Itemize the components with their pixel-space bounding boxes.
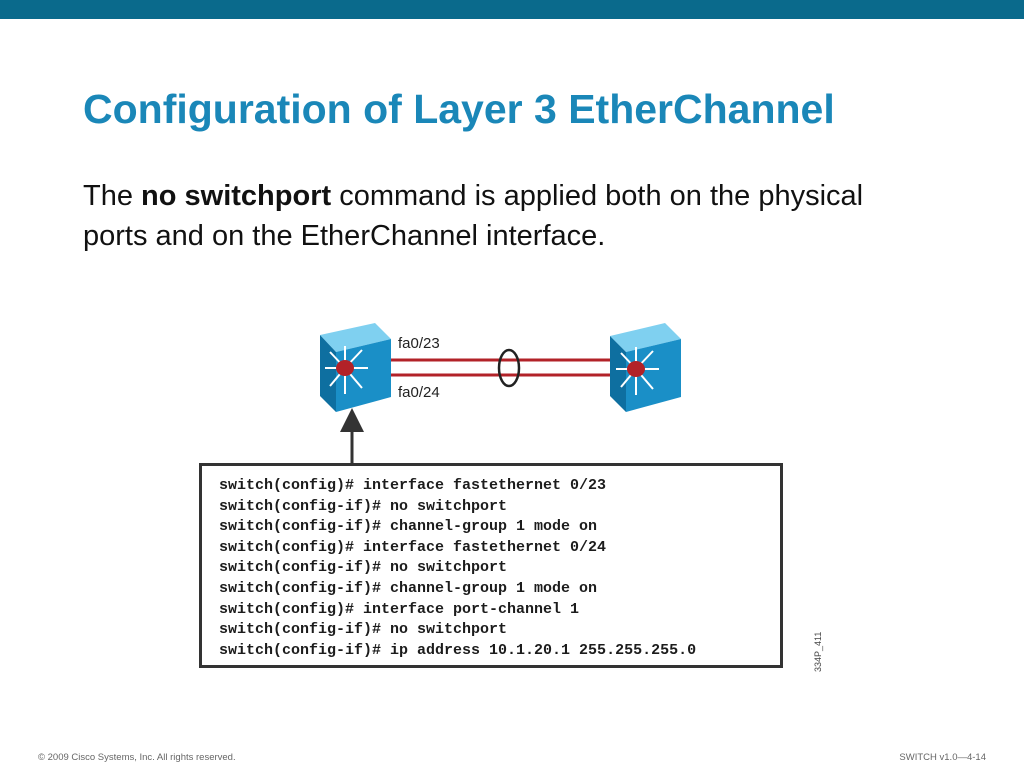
header-bar (0, 0, 1024, 19)
footer-course-id: SWITCH v1.0—4-14 (899, 752, 986, 763)
cli-line: switch(config-if)# ip address 10.1.20.1 … (219, 641, 697, 659)
body-text-prefix: The (83, 180, 142, 212)
layer3-switch-icon (325, 346, 368, 394)
footer-copyright: © 2009 Cisco Systems, Inc. All rights re… (38, 752, 236, 763)
cli-line: switch(config-if)# channel-group 1 mode … (219, 579, 598, 597)
port-label-fa0-24: fa0/24 (398, 384, 440, 401)
cli-line: switch(config-if)# no switchport (219, 621, 508, 639)
body-text-suffix: command is applied both on the physical … (83, 180, 864, 252)
switch-left[interactable] (320, 323, 391, 412)
cli-line: switch(config)# interface fastethernet 0… (219, 477, 607, 494)
cli-line: switch(config)# interface port-channel 1 (219, 600, 580, 618)
body-text-command: no switchport (141, 180, 332, 212)
cli-line: switch(config-if)# no switchport (219, 497, 508, 515)
figure-id: 334P_411 (813, 631, 823, 672)
cli-line: switch(config)# interface fastethernet 0… (219, 538, 607, 556)
cli-line: switch(config-if)# channel-group 1 mode … (219, 518, 598, 536)
bundle-ellipse-icon (497, 348, 521, 388)
port-label-fa0-23: fa0/23 (398, 335, 440, 352)
cli-config-box: switch(config)# interface fastethernet 0… (199, 463, 783, 668)
switch-right[interactable] (610, 323, 681, 412)
etherchannel-links (388, 348, 612, 388)
cli-line: switch(config-if)# no switchport (219, 559, 508, 577)
slide-body-text: The no switchport command is applied bot… (83, 176, 903, 256)
layer3-switch-icon (616, 347, 659, 395)
slide-title: Configuration of Layer 3 EtherChannel (83, 86, 835, 132)
